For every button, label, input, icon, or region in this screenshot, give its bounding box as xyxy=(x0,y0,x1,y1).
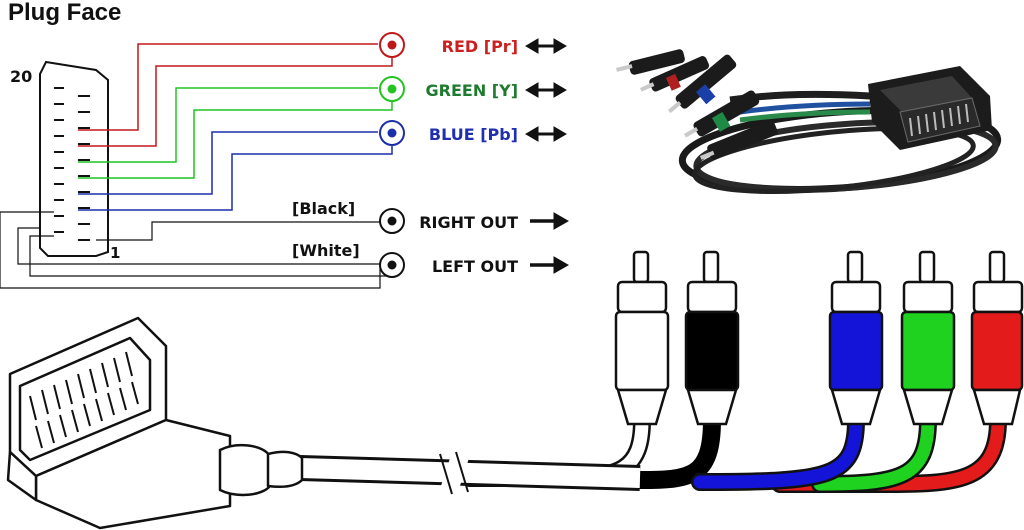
black-wire-label: [Black] xyxy=(292,199,355,218)
rca-jack-left-out xyxy=(379,252,405,278)
rca-plug-photo-white xyxy=(616,49,685,75)
output-label-green: GREEN [Y] xyxy=(426,81,518,100)
cable-break-mark xyxy=(439,448,471,496)
red-ground-wire xyxy=(78,56,393,147)
rca-plug-white xyxy=(614,250,670,426)
white-wire-label: [White] xyxy=(292,241,360,260)
green-ground-wire xyxy=(78,100,393,179)
rca-jack-green xyxy=(379,76,405,102)
scart-plug-photo xyxy=(868,66,992,150)
output-label-right-out: RIGHT OUT xyxy=(419,213,518,232)
right-arrow-icon xyxy=(530,256,570,274)
blue-ground-wire xyxy=(78,144,393,211)
double-arrow-icon xyxy=(525,126,567,142)
pin-1-label: 1 xyxy=(110,244,120,262)
left-out-signal-wire xyxy=(17,227,382,265)
rca-jack-red xyxy=(379,32,405,58)
output-label-left-out: LEFT OUT xyxy=(432,257,518,276)
green-signal-wire xyxy=(78,87,378,163)
rca-plug-blue xyxy=(828,250,884,426)
pin-row-left xyxy=(54,87,64,233)
right-out-signal-wire xyxy=(0,211,381,289)
double-arrow-icon xyxy=(525,38,567,54)
rca-plug-photo-green xyxy=(684,90,760,138)
right-out-ground-wire xyxy=(96,221,380,241)
rca-jack-right-out xyxy=(379,208,405,234)
black-audio-cable xyxy=(631,411,721,489)
rca-plug-green xyxy=(900,250,956,426)
rca-plug-photo-black xyxy=(700,120,778,160)
cable-illustration xyxy=(6,250,1024,530)
rca-jack-blue xyxy=(379,120,405,146)
rca-plug-photo-red xyxy=(640,56,710,92)
output-label-blue: BLUE [Pb] xyxy=(429,125,518,144)
red-signal-wire xyxy=(78,43,378,131)
cable-photo xyxy=(616,49,1002,194)
pin-20-label: 20 xyxy=(10,67,32,86)
left-out-ground-wire xyxy=(29,235,392,277)
plug-face-outline xyxy=(39,60,109,257)
scart-plug-illustration xyxy=(6,316,304,530)
output-label-red: RED [Pr] xyxy=(442,37,518,56)
rca-plug-black xyxy=(684,250,740,426)
rca-plug-red xyxy=(970,250,1024,426)
pin-row-right xyxy=(78,95,90,241)
right-arrow-icon xyxy=(530,212,570,230)
plug-face-schematic: 20 1 xyxy=(0,43,393,289)
rca-plug-photo-blue xyxy=(668,54,737,114)
blue-signal-wire xyxy=(78,131,378,195)
double-arrow-icon xyxy=(525,82,567,98)
diagram-title: Plug Face xyxy=(8,0,121,26)
